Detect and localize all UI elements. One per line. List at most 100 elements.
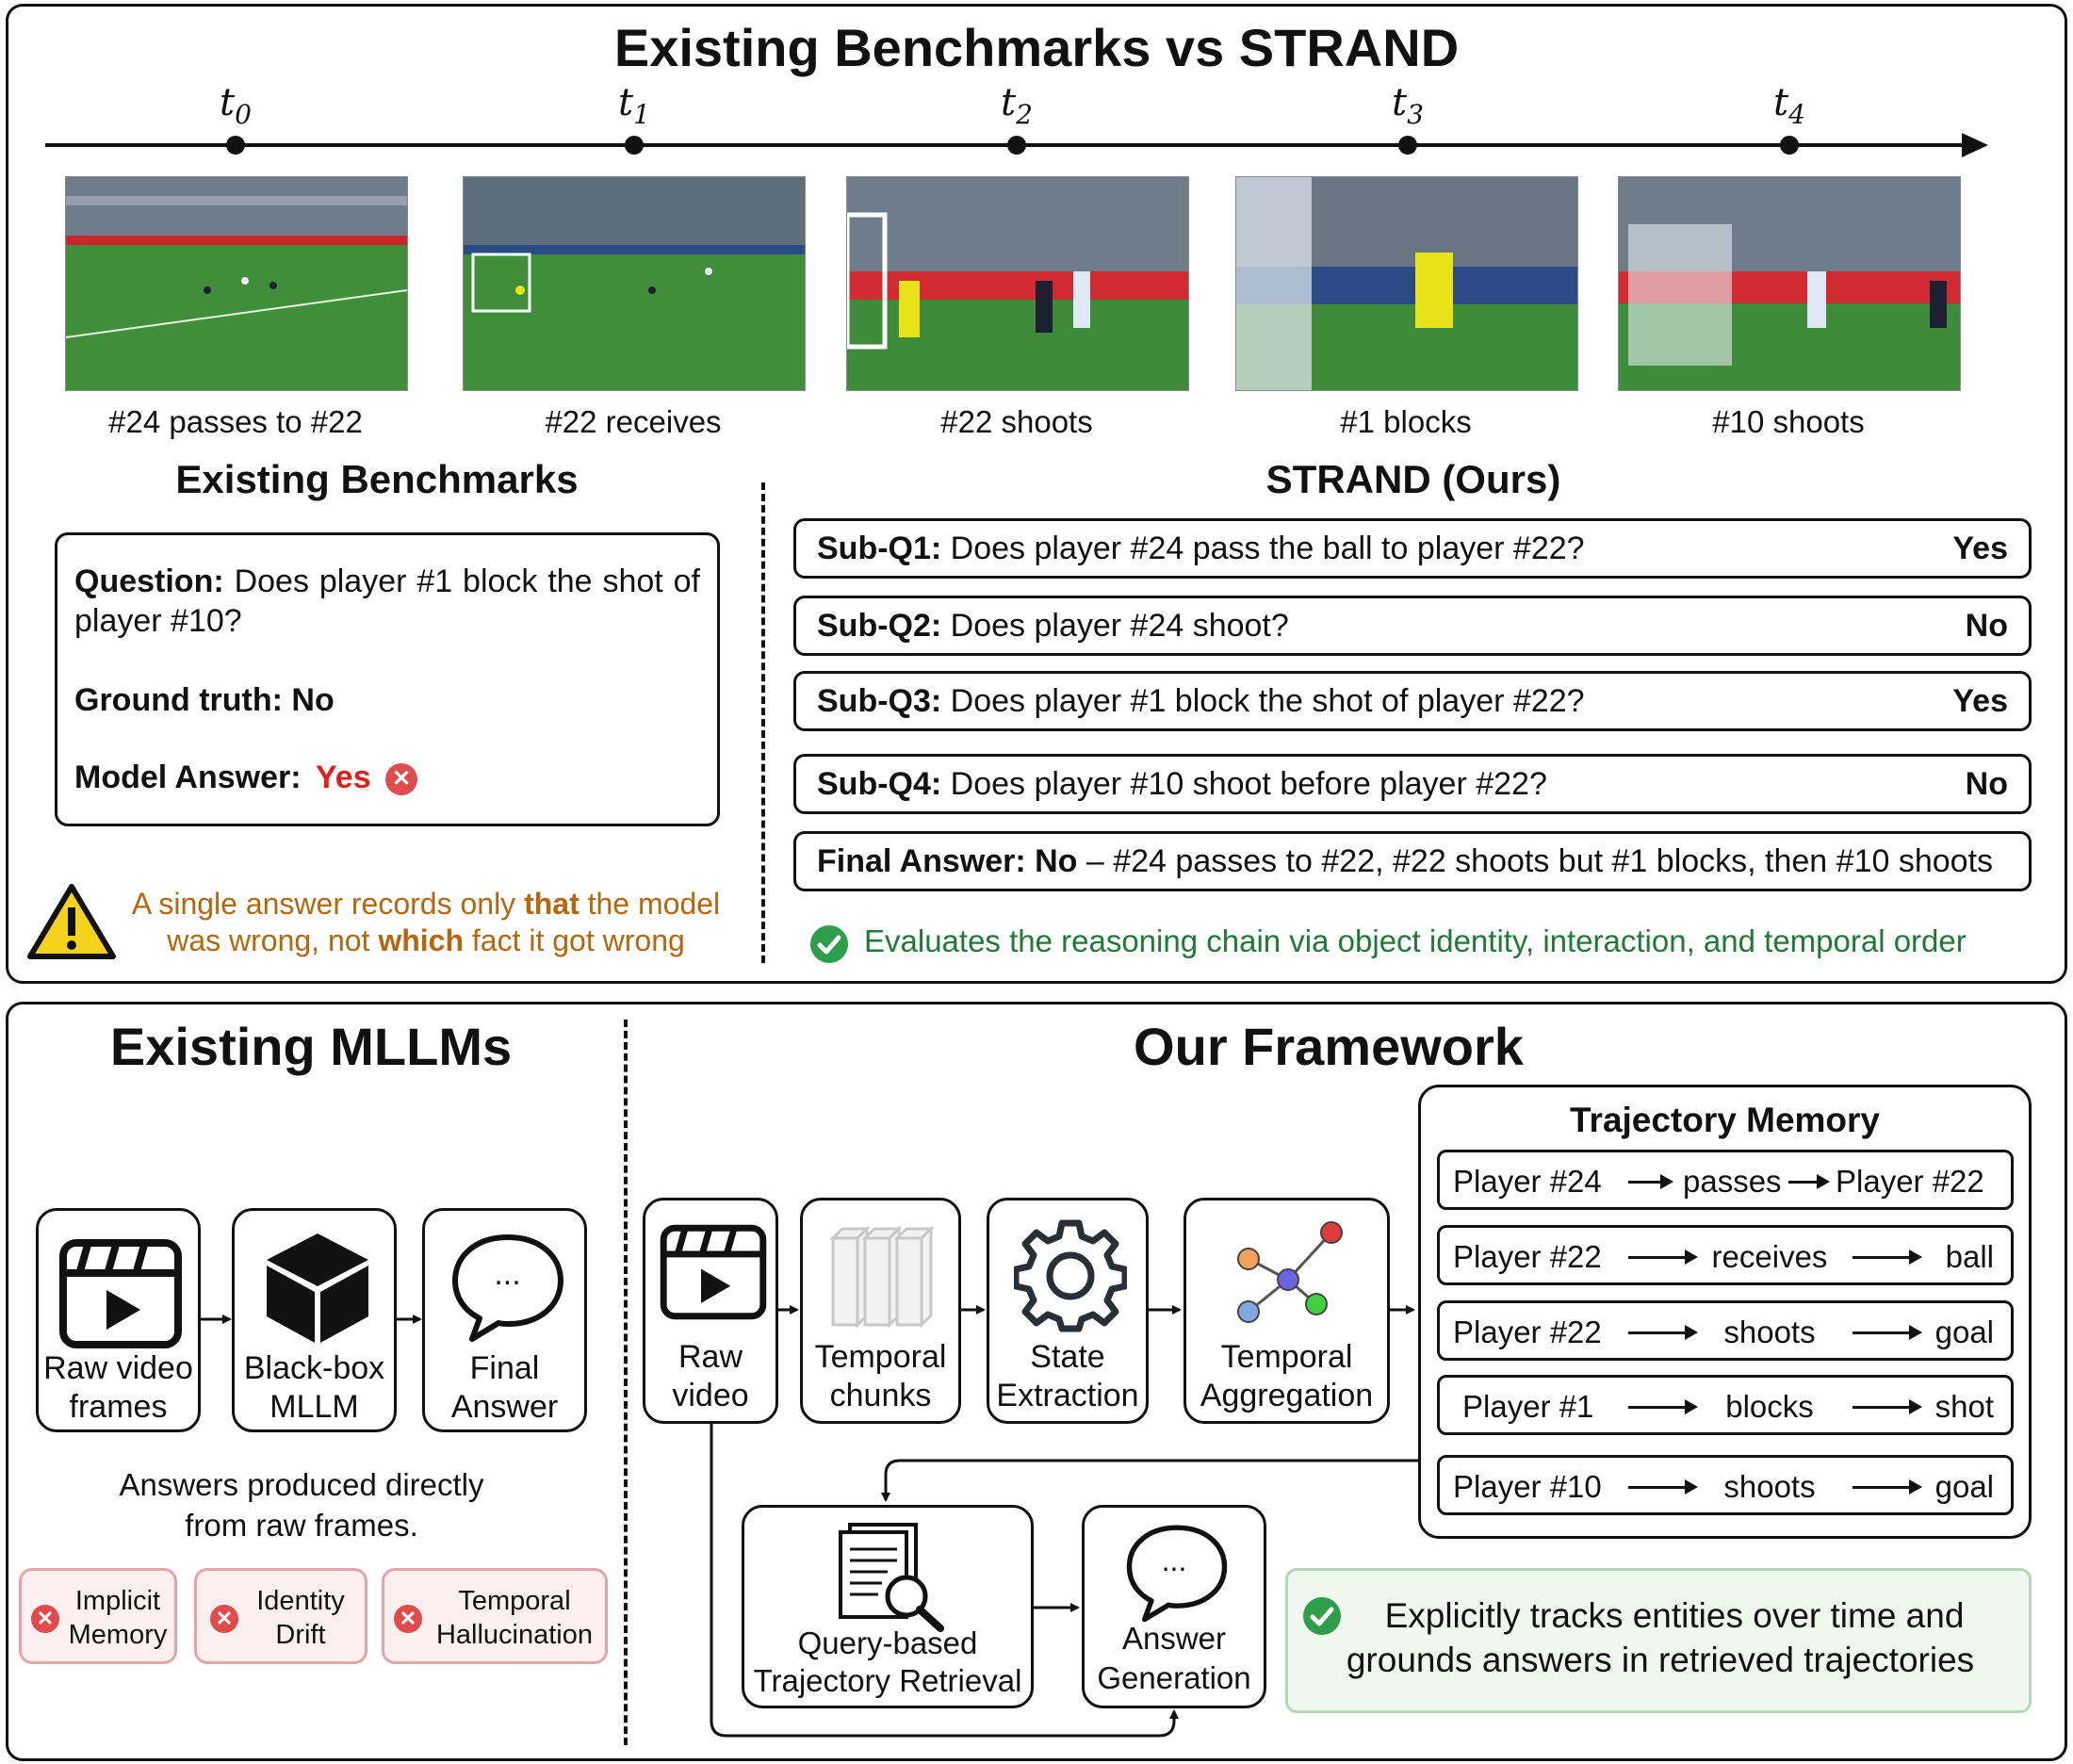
tag-implicit-line1: Implicit	[74, 1586, 161, 1616]
mllm-note-line1: Answers produced directly	[119, 1467, 484, 1502]
timestep-symbol: t	[1773, 81, 1789, 124]
existing-benchmarks-heading: Existing Benchmarks	[175, 457, 579, 501]
summary-line1: Explicitly tracks entities over time and	[1384, 1596, 1965, 1635]
tag-temporal-line2: Hallucination	[435, 1620, 594, 1650]
state-extraction-box: State Extraction	[987, 1198, 1149, 1424]
cross-icon: ✕	[394, 1605, 422, 1633]
memory-object: shot	[1934, 1389, 1994, 1424]
tag-implicit-line2: Memory	[68, 1620, 168, 1650]
warning-part-f: fact it got wrong	[464, 923, 685, 957]
sub-question-text: Sub-Q3: Does player #1 block the shot of…	[817, 683, 1585, 720]
sub-question-answer: Yes	[1952, 530, 2008, 566]
video-clapper-icon	[59, 1239, 182, 1348]
answer-generation-box: ... Answer Generation	[1082, 1505, 1266, 1708]
top-divider	[761, 482, 765, 963]
timestep-label-4: t4	[1752, 81, 1827, 130]
sub-question-text: Sub-Q1: Does player #24 pass the ball to…	[817, 531, 1585, 567]
video-frame-2	[463, 176, 806, 391]
ground-truth: Ground truth: No	[74, 682, 335, 719]
raw-video-frames-line1: Raw video	[43, 1350, 193, 1386]
warning-emph-that: that	[524, 887, 579, 921]
state-extraction-line1: State	[1030, 1339, 1105, 1375]
black-box-mllm-line2: MLLM	[269, 1389, 359, 1425]
memory-subject: Player #10	[1453, 1469, 1602, 1504]
timestep-index: 0	[235, 99, 252, 130]
video-frame-3	[846, 176, 1189, 391]
bubble-dots-mllm: ...	[494, 1256, 521, 1292]
evaluates-text: Evaluates the reasoning chain via object…	[864, 923, 1967, 958]
video-frame-4	[1235, 176, 1578, 391]
trajectory-retrieval-box: Query-based Trajectory Retrieval	[742, 1505, 1034, 1708]
timestep-label-0: t0	[198, 81, 273, 130]
summary-box: Explicitly tracks entities over time and…	[1285, 1568, 2032, 1713]
our-framework-heading: Our Framework	[1134, 1017, 1524, 1076]
summary-line2: grounds answers in retrieved trajectorie…	[1346, 1641, 1975, 1679]
timestep-label-3: t3	[1370, 81, 1445, 130]
timestep-symbol: t	[1001, 81, 1017, 124]
arrow-icon	[1628, 1325, 1698, 1340]
arrow-icon	[1853, 1399, 1922, 1414]
frame-caption-4: #1 blocks	[1340, 404, 1472, 439]
sub-question-text: Sub-Q2: Does player #24 shoot?	[817, 608, 1289, 645]
video-frame-5	[1618, 176, 1961, 391]
cross-icon: ✕	[210, 1605, 238, 1633]
memory-subject: Player #24	[1453, 1164, 1602, 1199]
answer-generation-line1: Answer	[1121, 1621, 1227, 1656]
model-answer-value: Yes	[316, 760, 371, 795]
sub-question-text: Sub-Q4: Does player #10 shoot before pla…	[817, 766, 1547, 803]
sub-question-answer: No	[1965, 607, 2008, 644]
temporal-chunks-box: Temporal chunks	[800, 1198, 961, 1424]
trajectory-retrieval-label: Query-based Trajectory Retrieval	[744, 1625, 1031, 1700]
timestep-label-1: t1	[596, 81, 672, 130]
timestep-symbol: t	[220, 81, 236, 124]
arrow-icon	[1628, 1479, 1698, 1494]
graph-nodes-icon	[1237, 1221, 1343, 1323]
black-box-mllm-box: Black-box MLLM	[232, 1208, 397, 1432]
bubble-dots-answer: ...	[1161, 1544, 1187, 1577]
answer-generation-label: Answer Generation	[1085, 1619, 1264, 1698]
trajectory-memory-title: Trajectory Memory	[1569, 1101, 1881, 1139]
question-box: Question: Does player #1 block the shot …	[55, 532, 720, 826]
top-title: Existing Benchmarks vs STRAND	[613, 18, 1460, 77]
raw-video-label: Raw video	[645, 1338, 775, 1415]
wrong-icon: ✕	[385, 763, 417, 795]
video-clapper-icon	[660, 1224, 767, 1320]
tag-identity-line2: Drift	[275, 1620, 326, 1650]
sub-question-3: Sub-Q3: Does player #1 block the shot of…	[793, 671, 2032, 731]
final-answer-line1: Final	[469, 1350, 540, 1386]
black-box-mllm-line1: Black-box	[243, 1350, 385, 1386]
temporal-aggregation-line2: Aggregation	[1200, 1378, 1374, 1413]
memory-subject: Player #22	[1453, 1315, 1602, 1349]
arrow-icon	[1628, 1174, 1673, 1189]
timestep-index: 1	[633, 99, 650, 130]
raw-video-frames-label: Raw video frames	[39, 1349, 198, 1427]
frame-caption-1: #24 passes to #22	[108, 404, 363, 439]
warning-part-d: was wrong, not	[167, 923, 379, 957]
final-answer-box: Final Answer: No – #24 passes to #22, #2…	[793, 831, 2032, 891]
retrieval-line2: Trajectory Retrieval	[753, 1663, 1022, 1698]
sub-question-body: Does player #10 shoot before player #22?	[941, 765, 1547, 802]
mllm-note: Answers produced directly from raw frame…	[66, 1464, 537, 1545]
temporal-chunks-line2: chunks	[829, 1378, 932, 1413]
sub-question-4: Sub-Q4: Does player #10 shoot before pla…	[793, 754, 2032, 814]
sub-question-body: Does player #1 block the shot of player …	[941, 682, 1585, 719]
state-extraction-line2: Extraction	[996, 1378, 1139, 1413]
model-answer-label: Model Answer:	[74, 760, 302, 795]
raw-video-frames-box: Raw video frames	[36, 1208, 201, 1432]
warning-icon	[27, 884, 116, 959]
document-search-icon	[839, 1523, 944, 1632]
sub-question-answer: No	[1965, 765, 2008, 802]
memory-verb: shoots	[1723, 1315, 1816, 1349]
timestep-symbol: t	[618, 81, 634, 124]
warning-emph-which: which	[378, 923, 464, 957]
sub-question-label: Sub-Q4:	[817, 765, 942, 802]
sub-question-label: Sub-Q1:	[817, 530, 942, 566]
raw-video-box: Raw video	[643, 1198, 778, 1424]
